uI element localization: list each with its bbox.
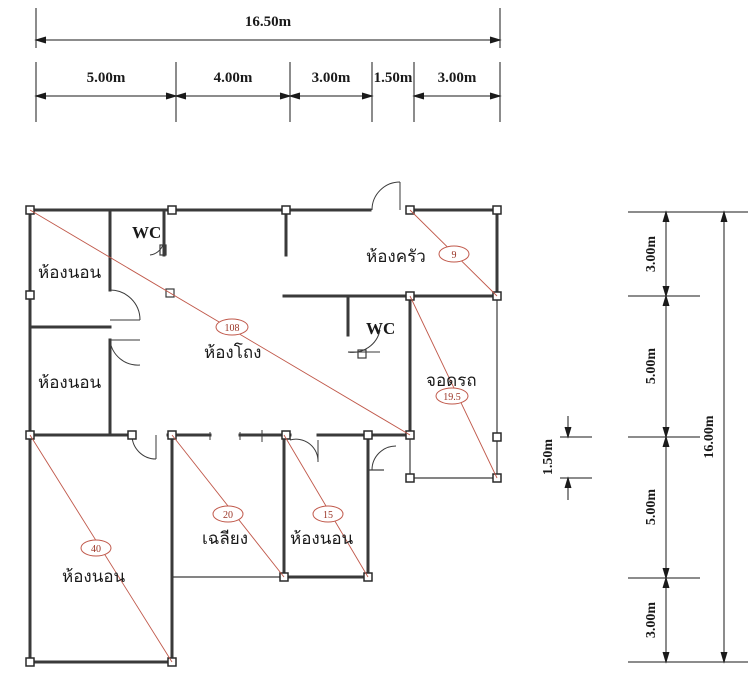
top-dimensions [34, 8, 502, 122]
label-bedroom-top-left: ห้องนอน [38, 263, 102, 283]
label-bedroom-bottom-left: ห้องนอน [62, 567, 126, 587]
label-hall: ห้องโถง [204, 342, 261, 363]
fixtures [159, 244, 367, 359]
area-badge-hall: 108 [215, 318, 249, 336]
thin-walls [172, 295, 498, 578]
dim-right-total: 16.00m [702, 415, 717, 459]
doors [109, 181, 401, 471]
right-dimensions [560, 210, 748, 664]
area-badge-bedroom-bottom-left: 40 [80, 539, 112, 557]
label-bedroom-bottom-right: ห้องนอน [290, 529, 354, 549]
label-terrace: เฉลียง [202, 529, 248, 549]
area-bedroom-bottom-left: 40 [91, 544, 101, 555]
label-carport: จอดรถ [426, 371, 477, 391]
dim-right-seg-2: 5.00m [644, 348, 659, 385]
dim-top-seg-5: 3.00m [438, 70, 477, 86]
label-kitchen: ห้องครัว [366, 247, 426, 267]
area-terrace: 20 [223, 510, 233, 521]
area-carport: 19.5 [443, 392, 461, 403]
label-wc-left: WC [132, 223, 161, 242]
area-badge-kitchen: 9 [438, 245, 470, 263]
dim-top-seg-1: 5.00m [87, 70, 126, 86]
area-kitchen: 9 [452, 250, 457, 261]
area-badge-carport: 19.5 [435, 387, 469, 405]
label-wc-right: WC [366, 319, 395, 338]
area-badge-bedroom-bottom-right: 15 [312, 505, 344, 523]
area-badge-terrace: 20 [212, 505, 244, 523]
dim-top-total: 16.50m [245, 14, 292, 30]
area-bedroom-bottom-right: 15 [323, 510, 333, 521]
dim-right-seg-3: 5.00m [644, 489, 659, 526]
area-hall: 108 [225, 323, 240, 334]
label-bedroom-mid-left: ห้องนอน [38, 373, 102, 393]
dim-right-seg-1: 3.00m [644, 236, 659, 273]
dim-top-seg-2: 4.00m [214, 70, 253, 86]
dim-middle-small: 1.50m [541, 439, 556, 476]
dim-right-seg-4: 3.00m [644, 602, 659, 639]
dim-top-seg-4: 1.50m [374, 70, 413, 86]
dim-top-seg-3: 3.00m [312, 70, 351, 86]
